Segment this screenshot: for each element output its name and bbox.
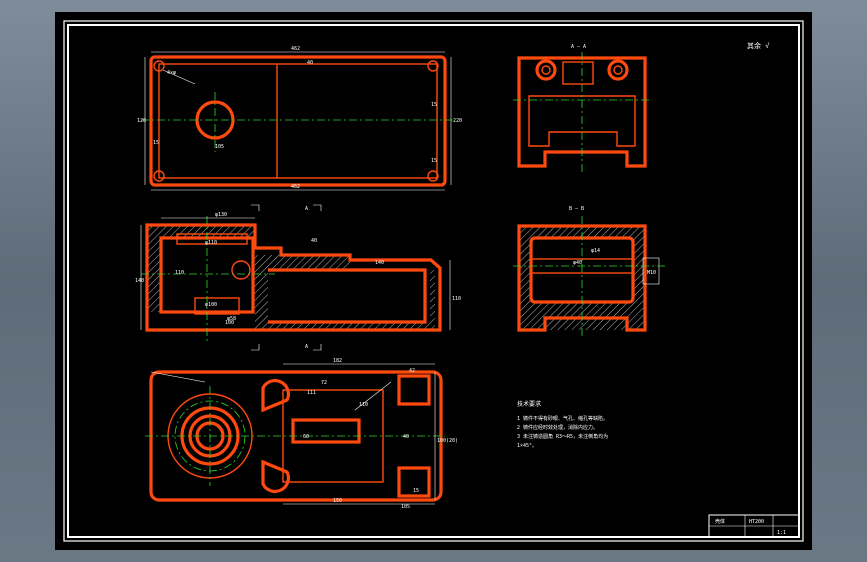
notes-item-2: 2 铸件应经时效处理，消除内应力。 [517,424,598,431]
section-dim-7: 140 [135,278,144,284]
section-boss [231,260,251,280]
section-dim-9: 110 [452,296,461,302]
section-cut-mark-top: A [305,206,308,212]
section-dim-2: φ110 [205,240,217,246]
plan-dim-1: 182 [333,358,342,364]
side-a-hole-left-inner [541,65,551,75]
section-dim-4: 110 [175,270,184,276]
section-cut-mark-bottom: A [305,344,308,350]
plan-dim-5: 60 [303,434,309,440]
side-a-label: A — A [571,44,586,50]
outer-frame [63,20,804,542]
plan-dim-7: 40 [403,434,409,440]
section-view: A A φ130 φ110 φ100 110 100 40 140 140 11… [135,204,461,351]
top-dim-1: 462 [291,46,300,52]
section-dim-6: 40 [311,238,317,244]
plan-ear-bottom [261,459,291,494]
side-view-b: B — B φ14 M10 φ40 [513,206,665,338]
cad-drawing: 其余 √ 462 40 15 15 15 220 120 105 462 4×φ… [63,20,804,542]
side-b-outline [517,224,647,332]
plan-dim-10: 100(20) [437,438,458,444]
bolt-hole-tr [427,60,439,72]
plan-pad-bottom [397,466,431,498]
notes-title: 技术要求 [517,400,541,408]
side-b-dim-3: φ40 [573,260,582,266]
roughness-mark: 其余 √ [747,41,770,50]
top-view-inner [158,63,438,179]
section-dim-5: 100 [225,320,234,326]
plan-pad-top [397,374,431,406]
plan-dim-11: 110 [359,402,368,408]
side-b-plug [642,257,660,285]
section-dim-3: φ100 [205,302,217,308]
title-block-scale: 1:1 [777,530,786,536]
title-block-material: HT200 [749,519,764,525]
plan-pocket [282,389,384,483]
top-dim-8: 105 [215,144,224,150]
plan-dim-2: 72 [321,380,327,386]
section-top-cap [176,233,248,245]
section-dim-8: 140 [375,260,384,266]
section-dim-1: φ130 [215,212,227,218]
top-dim-10: 4×φ [167,70,176,76]
plan-slot [291,418,361,444]
top-dim-9: 462 [291,184,300,190]
section-dim-10: φ58 [227,316,236,322]
side-a-boss [562,61,594,85]
top-leader [162,69,196,85]
top-dim-3: 15 [431,102,437,108]
title-block: 壳体 HT200 1:1 [708,514,800,538]
top-dim-6: 220 [453,118,462,124]
top-view: 462 40 15 15 15 220 120 105 462 4×φ [137,46,462,191]
side-b-label: B — B [569,206,584,212]
notes-item-3: 3 未注铸造圆角 R3～R5，未注倒角均为 [517,433,608,440]
notes-item-1: 1 铸件不得有砂眼、气孔、缩孔等缺陷。 [517,415,608,422]
side-view-a: A — A [513,44,651,172]
title-block-name: 壳体 [715,518,725,525]
inner-frame [67,24,800,538]
section-slot [268,268,427,324]
plan-ear-top [261,378,291,413]
bolt-hole-tl [153,60,165,72]
plan-leader-left [150,371,206,383]
top-dim-2: 40 [307,60,313,66]
technical-notes: 技术要求 1 铸件不得有砂眼、气孔、缩孔等缺陷。 2 铸件应经时效处理，消除内应… [517,400,608,449]
plan-dim-9: 105 [401,504,410,510]
top-dim-7: 120 [137,118,146,124]
plan-dim-6: 15 [413,488,419,494]
side-a-hole-left [535,59,557,81]
section-cut-brackets [251,204,322,351]
side-a-outline [517,56,647,168]
plan-dim-4: 42 [409,368,415,374]
top-dim-5: 15 [431,158,437,164]
plan-dim-8: 150 [333,498,342,504]
plan-leader-right [354,381,392,411]
side-a-cavity [528,95,636,147]
section-slot-fill [268,270,430,322]
bolt-hole-bl [153,170,165,182]
side-a-hole-right-inner [613,65,623,75]
top-view-outline [149,55,447,187]
top-dim-4: 15 [153,140,159,146]
bolt-hole-br [427,170,439,182]
section-bearing-box [194,297,240,315]
section-outline [145,223,442,332]
side-b-dim-2: M10 [647,270,656,276]
side-a-hole-right [607,59,629,81]
plan-view: 182 72 111 42 60 15 40 150 105 100(20) 1… [145,358,458,510]
side-b-dim-1: φ14 [591,248,600,254]
plan-dim-3: 111 [307,390,316,396]
notes-item-4: 1×45°。 [517,443,537,449]
drawing-sheet: 其余 √ 462 40 15 15 15 220 120 105 462 4×φ… [55,12,812,550]
